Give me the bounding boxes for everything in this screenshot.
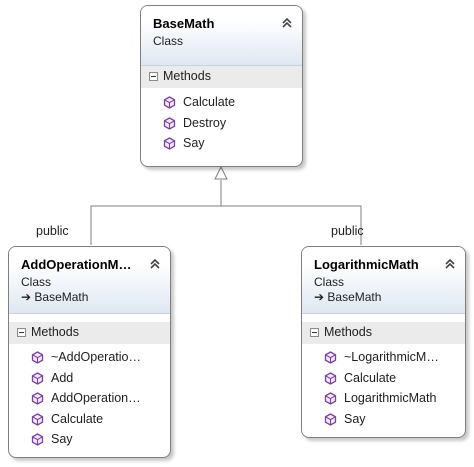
method-item[interactable]: Calculate: [141, 92, 302, 113]
method-name: Calculate: [344, 370, 397, 385]
method-item[interactable]: Add: [9, 368, 170, 389]
double-chevron-up-icon[interactable]: [148, 257, 162, 271]
method-item[interactable]: LogarithmicMath: [302, 388, 465, 409]
method-item[interactable]: AddOperation…: [9, 388, 170, 409]
methods-section-header[interactable]: Methods: [9, 322, 170, 344]
class-header: AddOperationM… Class ➔ BaseMath: [9, 247, 170, 314]
double-chevron-up-icon[interactable]: [280, 16, 294, 30]
method-name: Add: [51, 370, 74, 385]
method-cube-icon: [163, 116, 176, 130]
method-name: Destroy: [183, 115, 227, 130]
method-name: AddOperation…: [51, 391, 141, 405]
method-item[interactable]: Calculate: [302, 368, 465, 389]
class-header: BaseMath Class: [141, 6, 302, 66]
minus-box-icon[interactable]: [149, 72, 158, 81]
method-item[interactable]: ~LogarithmicM…: [302, 347, 465, 368]
method-name: Say: [344, 411, 366, 426]
method-item[interactable]: Say: [9, 429, 170, 450]
method-cube-icon: [31, 351, 44, 364]
minus-box-icon[interactable]: [17, 328, 26, 337]
section-label: Methods: [324, 325, 372, 339]
class-header: LogarithmicMath Class ➔ BaseMath: [302, 247, 465, 314]
class-kind: Class: [153, 34, 184, 48]
method-name: Calculate: [51, 411, 104, 426]
base-class-ref: ➔ BaseMath: [314, 290, 381, 304]
method-name: Say: [183, 136, 205, 150]
method-item[interactable]: Destroy: [141, 113, 302, 134]
double-chevron-up-icon[interactable]: [443, 257, 457, 271]
method-name: Say: [51, 432, 73, 446]
section-label: Methods: [31, 325, 79, 339]
class-shape-logarithmicmath[interactable]: LogarithmicMath Class ➔ BaseMath Methods…: [301, 246, 466, 438]
class-name: BaseMath: [153, 16, 215, 31]
inheritance-arrowhead: [214, 165, 228, 180]
class-shape-addoperationmath[interactable]: AddOperationM… Class ➔ BaseMath Methods …: [8, 246, 171, 458]
method-cube-icon: [163, 96, 176, 109]
method-item[interactable]: Say: [141, 133, 302, 154]
section-label: Methods: [163, 69, 211, 83]
connector-label-right: public: [331, 224, 364, 238]
class-name: LogarithmicMath: [314, 257, 419, 272]
method-name: LogarithmicMath: [344, 391, 437, 405]
method-cube-icon: [324, 412, 337, 426]
inherits-arrow-icon: ➔: [21, 290, 35, 304]
method-item[interactable]: Calculate: [9, 409, 170, 430]
base-class-name: BaseMath: [34, 290, 89, 304]
method-cube-icon: [324, 392, 337, 405]
method-cube-icon: [31, 371, 44, 385]
method-item[interactable]: ~AddOperatio…: [9, 347, 170, 368]
method-cube-icon: [163, 137, 176, 150]
method-list: Calculate Destroy Say: [141, 88, 302, 154]
class-name: AddOperationM…: [21, 257, 132, 272]
class-shape-basemath[interactable]: BaseMath Class Methods Calculate Destroy…: [140, 5, 303, 167]
method-name: ~LogarithmicM…: [344, 350, 439, 364]
connector-label-left: public: [36, 224, 69, 238]
method-cube-icon: [31, 392, 44, 405]
minus-box-icon[interactable]: [310, 328, 319, 337]
class-kind: Class: [21, 275, 52, 289]
methods-section-header[interactable]: Methods: [141, 66, 302, 88]
class-kind: Class: [314, 275, 345, 289]
method-cube-icon: [31, 412, 44, 426]
method-list: ~AddOperatio… Add AddOperation… Calculat…: [9, 344, 170, 450]
method-cube-icon: [324, 351, 337, 364]
method-list: ~LogarithmicM… Calculate LogarithmicMath…: [302, 344, 465, 429]
inherits-arrow-icon: ➔: [314, 290, 328, 304]
method-name: Calculate: [183, 95, 236, 109]
methods-section-header[interactable]: Methods: [302, 322, 465, 344]
method-cube-icon: [31, 433, 44, 446]
base-class-ref: ➔ BaseMath: [21, 290, 88, 304]
method-item[interactable]: Say: [302, 409, 465, 430]
base-class-name: BaseMath: [327, 290, 382, 304]
method-name: ~AddOperatio…: [51, 350, 141, 364]
method-cube-icon: [324, 371, 337, 385]
